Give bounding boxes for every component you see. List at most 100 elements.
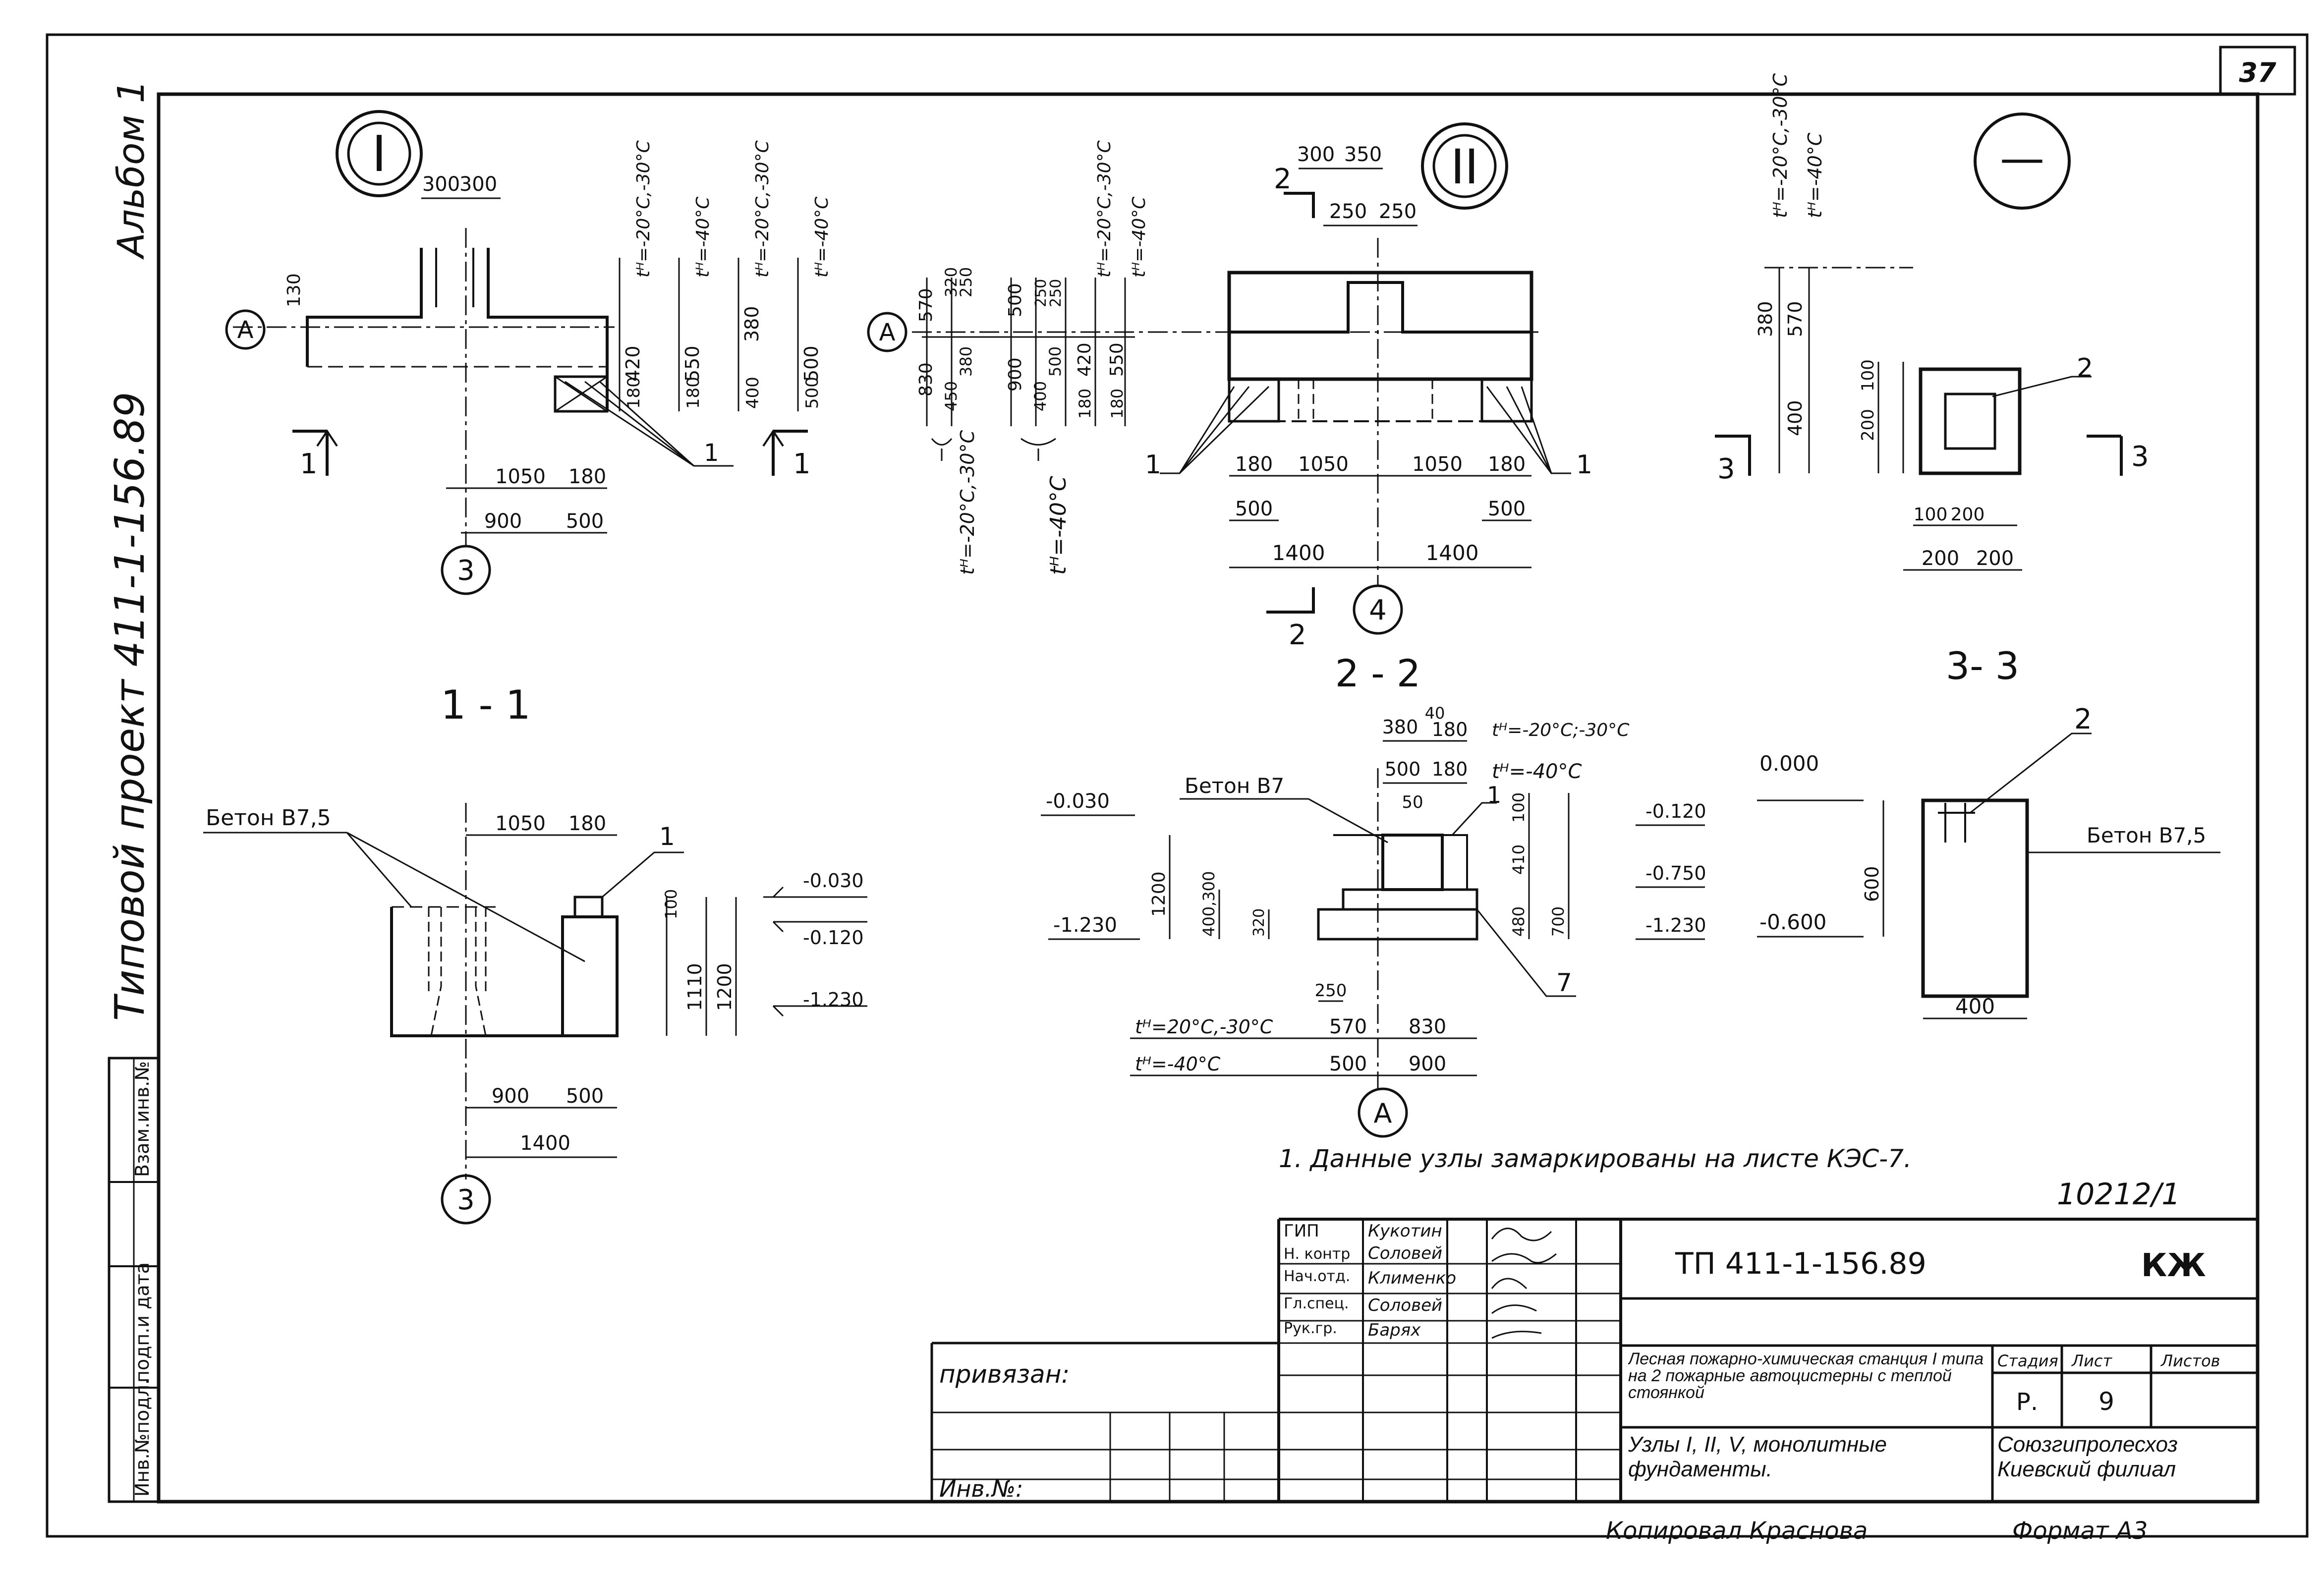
stage-label: Стадия [1997, 1351, 2058, 1370]
svg-text:200: 200 [1976, 547, 2014, 570]
svg-text:500: 500 [800, 345, 822, 382]
svg-text:1050: 1050 [1412, 453, 1463, 476]
svg-text:tᴴ=-40°C: tᴴ=-40°C [1129, 196, 1149, 278]
side-label-replace: Взам.инв.№ [131, 1061, 153, 1177]
svg-text:tᴴ=-20°C,-30°C: tᴴ=-20°C,-30°C [1769, 73, 1791, 218]
svg-text:180: 180 [1432, 719, 1468, 740]
node-1-label: I [372, 125, 387, 183]
svg-text:420: 420 [622, 345, 644, 382]
svg-text:180: 180 [568, 465, 606, 488]
svg-text:500: 500 [566, 1085, 604, 1108]
name-2: Клименко [1368, 1268, 1456, 1288]
svg-text:A: A [237, 316, 254, 344]
section-1-1: Бетон В7,5 1 1050 180 100 1110 1200 -0.0… [203, 803, 867, 1225]
section-2-2-concrete: Бетон В7 [1185, 774, 1284, 798]
svg-text:1400: 1400 [1426, 541, 1479, 565]
name-4: Барях [1368, 1320, 1421, 1340]
svg-text:tᴴ=-40°C: tᴴ=-40°C [1492, 760, 1582, 783]
sheet-value: 9 [2098, 1387, 2114, 1416]
name-0: Кукотин [1368, 1221, 1442, 1241]
svg-text:300: 300 [459, 173, 497, 196]
role-nach-otd: Нач.отд. [1284, 1268, 1350, 1285]
svg-text:400: 400 [1955, 994, 1995, 1018]
svg-text:1110: 1110 [684, 963, 706, 1011]
project-side-label: Типовой проект 411-1-156.89 [107, 392, 154, 1021]
svg-text:500: 500 [1329, 1053, 1367, 1075]
section-2-2-axis-a [1358, 1087, 1408, 1138]
signatures [1491, 1228, 1557, 1339]
inv-label: Инв.№: [939, 1475, 1023, 1502]
svg-text:350: 350 [1344, 143, 1382, 166]
svg-text:tᴴ=-20°C,-30°C: tᴴ=-20°C,-30°C [1094, 140, 1115, 278]
svg-text:tᴴ=20°C,-30°C: tᴴ=20°C,-30°C [1135, 1016, 1273, 1038]
node-3: — tᴴ=-20°C,-30°C tᴴ=-40°C 2 380 570 400 … [1715, 73, 2149, 571]
svg-text:3: 3 [1717, 453, 1735, 485]
svg-text:380: 380 [957, 346, 975, 377]
svg-text:tᴴ=-20°C,-30°C: tᴴ=-20°C,-30°C [957, 430, 978, 575]
name-3: Соловей [1368, 1295, 1442, 1315]
svg-text:1: 1 [1487, 782, 1501, 808]
svg-text:550: 550 [1107, 342, 1127, 377]
svg-text:tᴴ=-40°C: tᴴ=-40°C [1804, 132, 1826, 218]
svg-text:480: 480 [1509, 906, 1528, 937]
outer-frame [46, 33, 2309, 1538]
node-1-marker [336, 110, 423, 197]
svg-text:830: 830 [916, 362, 936, 396]
svg-text:50: 50 [1402, 792, 1423, 812]
svg-text:900: 900 [1005, 357, 1025, 392]
section-1-1-title: 1 - 1 [441, 682, 531, 728]
svg-text:250: 250 [1032, 279, 1050, 307]
node-2-dim-ladder: 570 830 320 250 380 450 500 900 250 250 … [916, 140, 1149, 575]
svg-text:1: 1 [704, 439, 719, 467]
svg-text:-1.230: -1.230 [1645, 914, 1706, 936]
svg-text:4: 4 [1369, 594, 1387, 626]
svg-text:1400: 1400 [520, 1132, 570, 1155]
svg-text:180: 180 [1076, 389, 1094, 419]
svg-text:500: 500 [1385, 758, 1421, 780]
svg-text:-1.230: -1.230 [1053, 914, 1117, 937]
svg-text:2: 2 [1274, 163, 1292, 195]
svg-text:1050: 1050 [1298, 453, 1349, 476]
svg-text:1200: 1200 [714, 963, 736, 1011]
node-2-axis-4 [1353, 584, 1403, 635]
svg-text:830: 830 [1409, 1015, 1446, 1038]
node-2: II A 2 2 300 350 250 250 570 830 32 [867, 122, 1592, 651]
svg-text:tᴴ=-40°C: tᴴ=-40°C [1046, 476, 1071, 575]
node-2-axis-a [867, 312, 907, 352]
svg-text:100: 100 [1509, 792, 1528, 823]
svg-text:500: 500 [1046, 346, 1065, 377]
svg-text:-0.030: -0.030 [803, 870, 864, 892]
svg-text:500: 500 [1235, 498, 1273, 520]
svg-text:180: 180 [683, 377, 703, 409]
svg-text:100: 100 [1914, 505, 1948, 525]
section-3-3-concrete: Бетон В7,5 [2087, 823, 2206, 847]
svg-text:40: 40 [1425, 704, 1445, 723]
svg-text:tᴴ=-40°C: tᴴ=-40°C [1135, 1053, 1221, 1075]
side-label-inv: Инв.№подл. [131, 1379, 153, 1497]
section-2-2: Бетон В7 7 1 380 40 180 500 180 50 tᴴ=-2… [1041, 704, 1706, 1138]
svg-text:500: 500 [1005, 283, 1025, 317]
section-1-1-concrete: Бетон В7,5 [206, 805, 331, 831]
svg-text:250: 250 [1315, 981, 1347, 1001]
svg-text:380: 380 [1755, 301, 1776, 337]
node-3-marker [1974, 112, 2071, 210]
svg-text:-0.600: -0.600 [1759, 910, 1826, 934]
svg-text:250: 250 [1329, 200, 1367, 223]
svg-text:tᴴ=-20°C,-30°C: tᴴ=-20°C,-30°C [752, 140, 773, 278]
svg-text:900: 900 [492, 1085, 529, 1108]
svg-text:180: 180 [1235, 453, 1273, 476]
svg-text:2: 2 [1289, 619, 1306, 651]
svg-text:100: 100 [662, 889, 680, 919]
svg-text:380: 380 [1382, 716, 1418, 738]
sheet-title: Узлы I, II, V, монолитные фундаменты. [1628, 1432, 1887, 1481]
svg-text:0.000: 0.000 [1759, 751, 1819, 776]
svg-text:500: 500 [566, 510, 604, 533]
document-mark: КЖ [2141, 1247, 2206, 1284]
svg-text:tᴴ=-40°C: tᴴ=-40°C [693, 196, 713, 278]
node-2-label: II [1451, 139, 1479, 195]
svg-text:200: 200 [1951, 505, 1985, 525]
section-3-3-title: 3- 3 [1946, 644, 2019, 688]
left-stamp-strip: Инв.№подл. подп.и дата Взам.инв.№ [108, 1057, 160, 1503]
node-1-axis-a [225, 309, 266, 350]
